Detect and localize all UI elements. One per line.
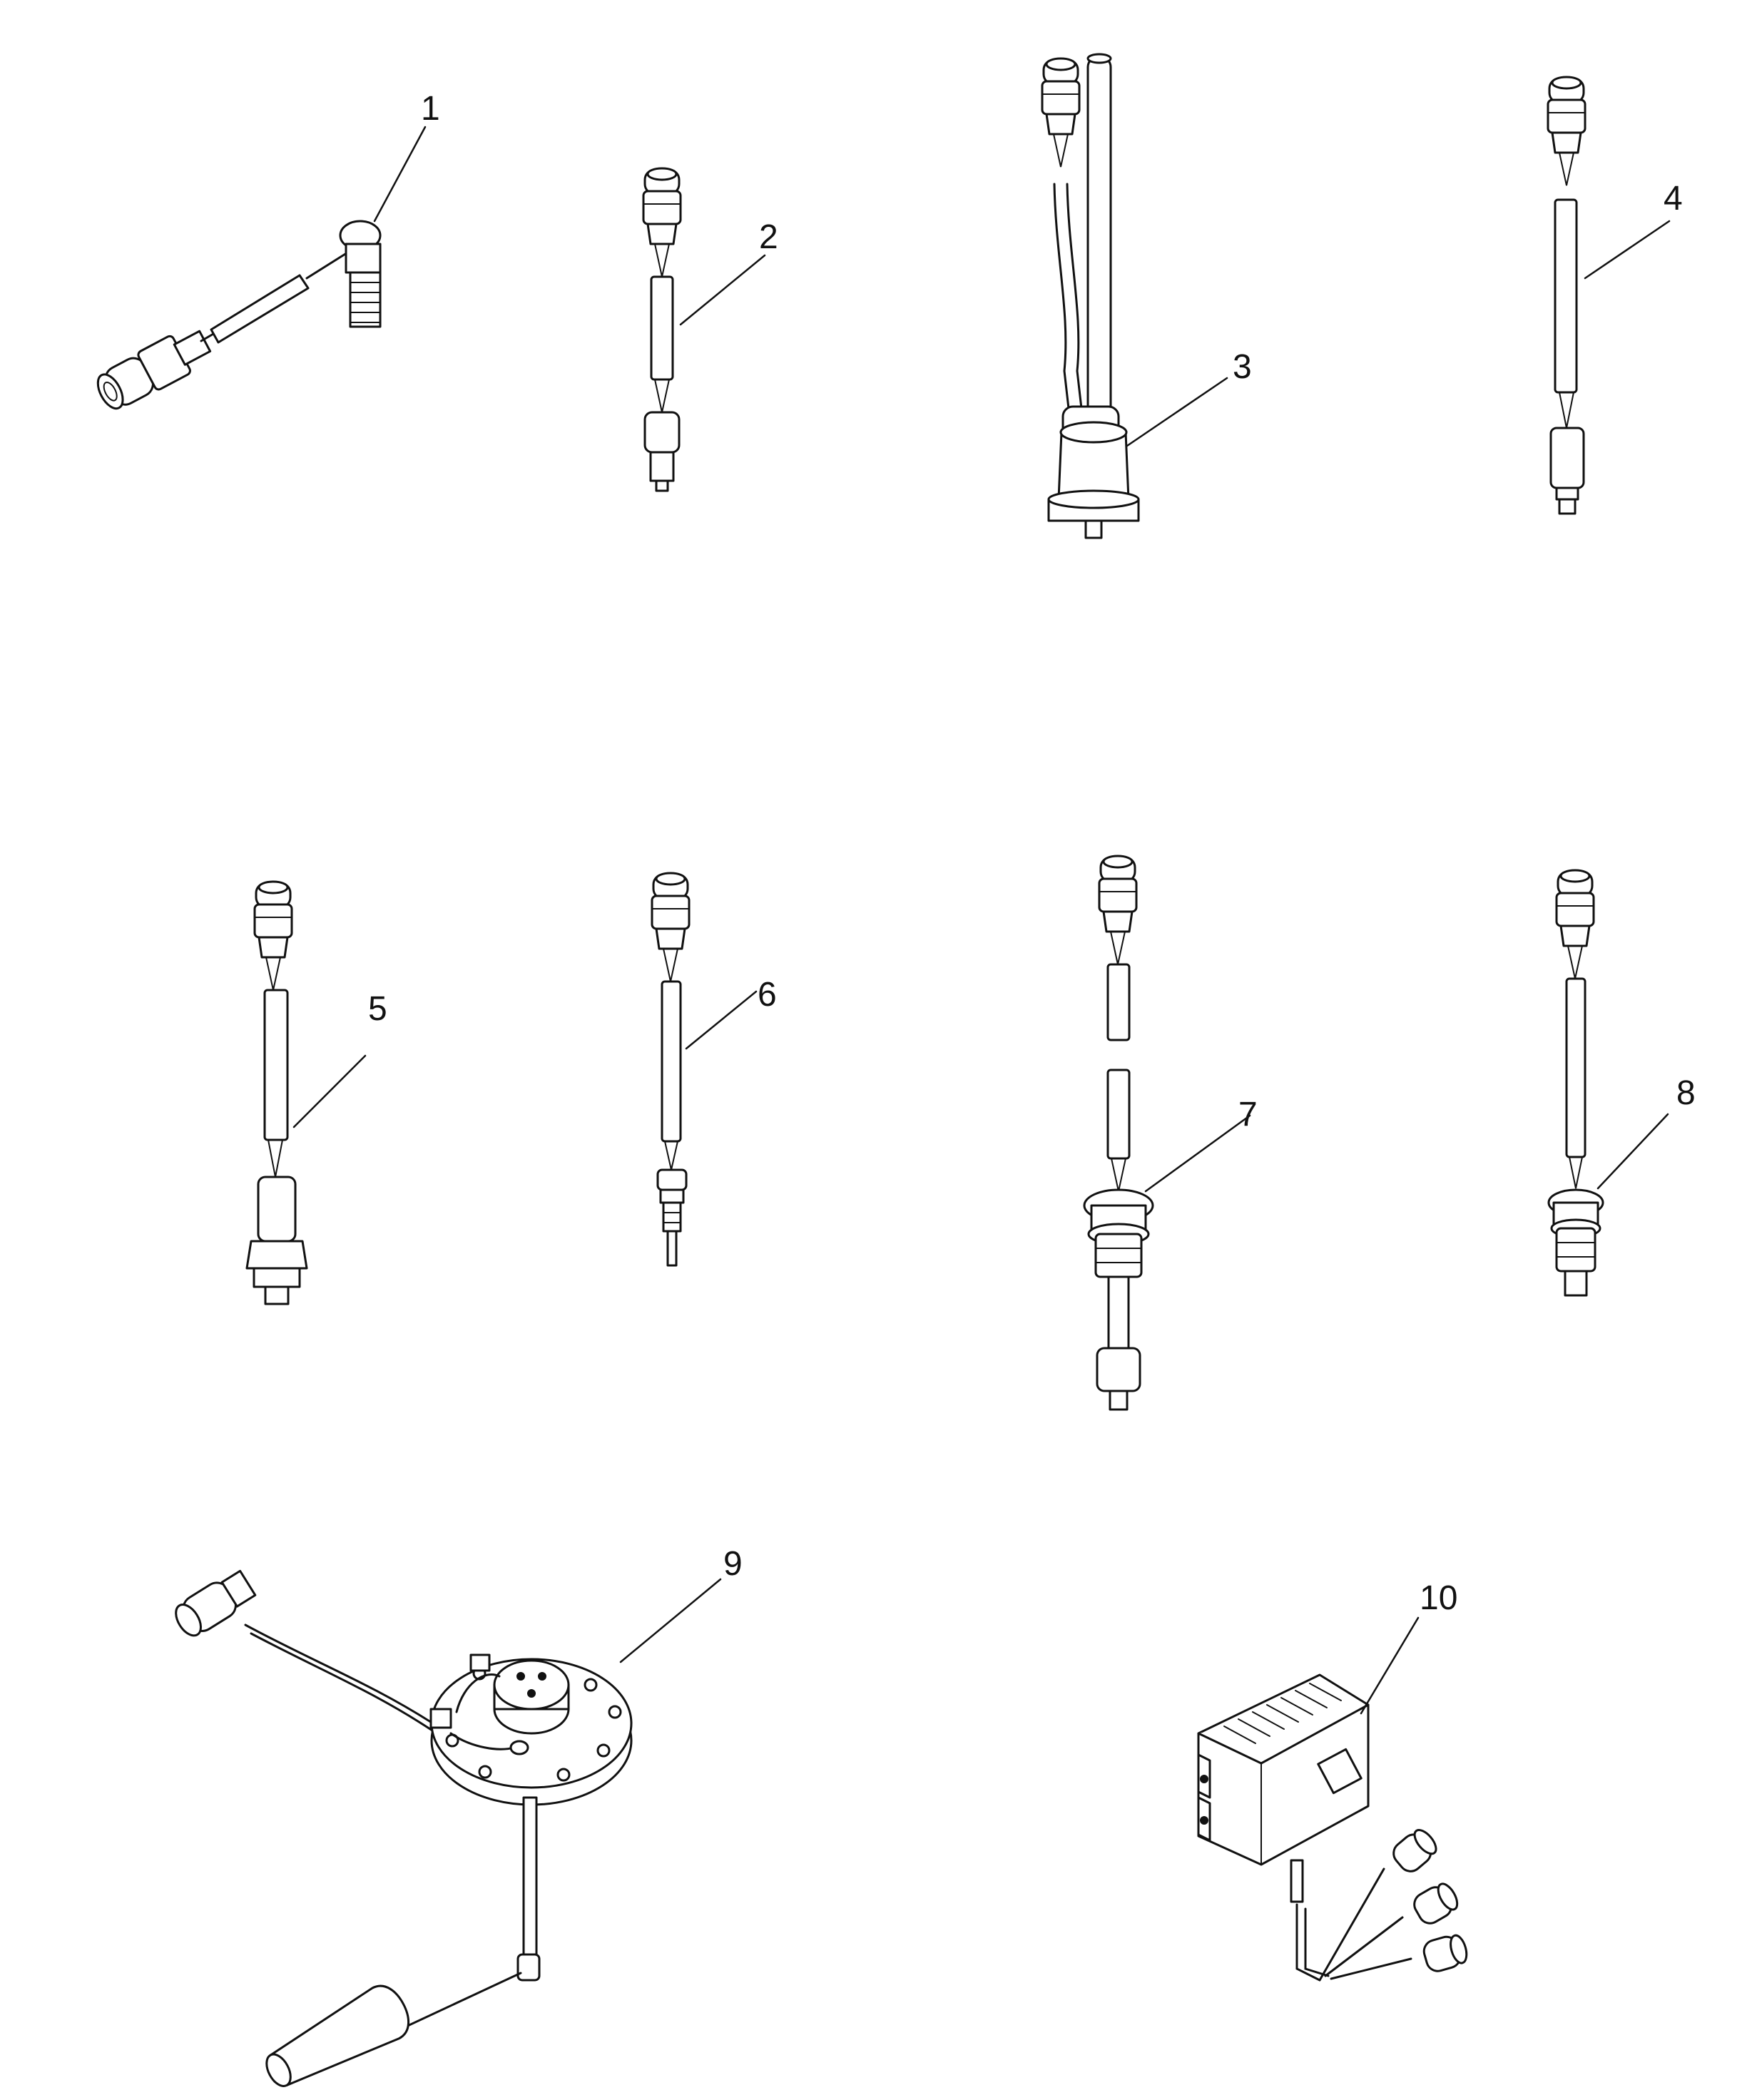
part-2-illustration xyxy=(642,167,766,492)
callout-6: 6 xyxy=(758,976,777,1014)
part-1-illustration xyxy=(96,126,427,410)
part-9-illustration xyxy=(175,1569,722,2087)
callout-1: 1 xyxy=(421,90,440,128)
callout-10: 10 xyxy=(1420,1579,1457,1617)
callout-9: 9 xyxy=(723,1545,743,1583)
callout-3: 3 xyxy=(1233,348,1252,386)
part-5-illustration xyxy=(245,880,367,1305)
part-4-illustration xyxy=(1547,76,1671,515)
part-6-illustration xyxy=(651,872,758,1267)
part-7-illustration xyxy=(1083,855,1251,1411)
part-10-illustration xyxy=(1197,1616,1468,1982)
callout-8: 8 xyxy=(1676,1074,1696,1112)
callout-2: 2 xyxy=(759,218,778,256)
part-8-illustration xyxy=(1547,869,1669,1297)
callout-5: 5 xyxy=(368,990,387,1028)
callout-7: 7 xyxy=(1238,1096,1258,1133)
part-3-illustration xyxy=(1041,53,1228,539)
callout-4: 4 xyxy=(1664,180,1683,218)
